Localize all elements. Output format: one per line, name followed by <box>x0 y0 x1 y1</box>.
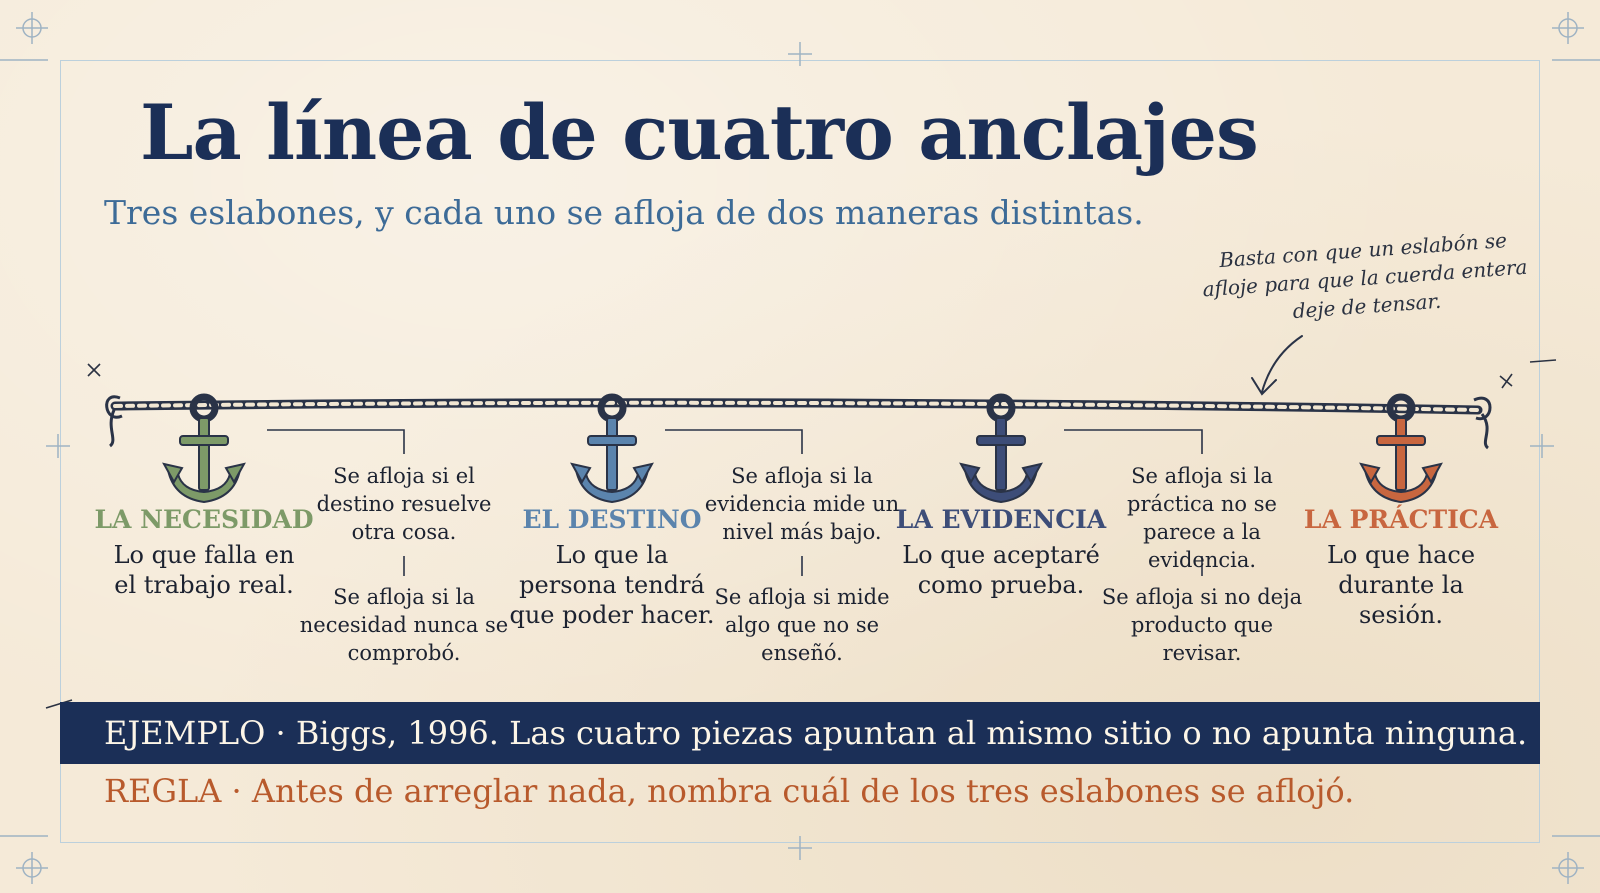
example-banner: EJEMPLO · Biggs, 1996. Las cuatro piezas… <box>60 702 1540 764</box>
example-banner-text: EJEMPLO · Biggs, 1996. Las cuatro piezas… <box>104 714 1528 752</box>
anchor-name-destino: EL DESTINO <box>522 505 702 534</box>
anchor-description-evidencia: Lo que aceptaré como prueba. <box>902 541 1100 599</box>
anchor-name-practica: LA PRÁCTICA <box>1303 505 1499 534</box>
connector-lines <box>267 429 1203 576</box>
link-2-top-text: Se afloja si la evidencia mide un nivel … <box>704 464 900 544</box>
link-3-top-text: Se afloja si la práctica no se parece a … <box>1127 464 1277 572</box>
link-1-top-text: Se afloja si el destino resuelve otra co… <box>316 464 492 544</box>
page-subtitle: Tres eslabones, y cada uno se afloja de … <box>104 193 1144 232</box>
x-marks <box>45 359 1557 709</box>
anchor-necesidad-icon <box>164 397 244 502</box>
registration-marks <box>0 12 1600 884</box>
link-1-bottom-text: Se afloja si la necesidad nunca se compr… <box>299 585 509 665</box>
link-3-bottom-text: Se afloja si no deja producto que revisa… <box>1101 585 1303 665</box>
anchor-name-necesidad: LA NECESIDAD <box>94 505 314 534</box>
rule-text: REGLA · Antes de arreglar nada, nombra c… <box>104 772 1355 810</box>
anchor-destino-icon <box>572 397 652 502</box>
anchor-description-practica: Lo que hace durante la sesión. <box>1326 541 1476 629</box>
anchor-description-necesidad: Lo que falla en el trabajo real. <box>113 541 295 599</box>
anchor-name-evidencia: LA EVIDENCIA <box>895 505 1107 534</box>
page-title: La línea de cuatro anclajes <box>140 88 1259 177</box>
rope <box>105 395 1492 450</box>
anchor-evidencia-icon <box>961 397 1041 502</box>
link-2-bottom-text: Se afloja si mide algo que no se enseñó. <box>714 585 890 665</box>
note-arrow <box>1251 335 1303 396</box>
anchor-description-destino: Lo que la persona tendrá que poder hacer… <box>509 541 715 629</box>
